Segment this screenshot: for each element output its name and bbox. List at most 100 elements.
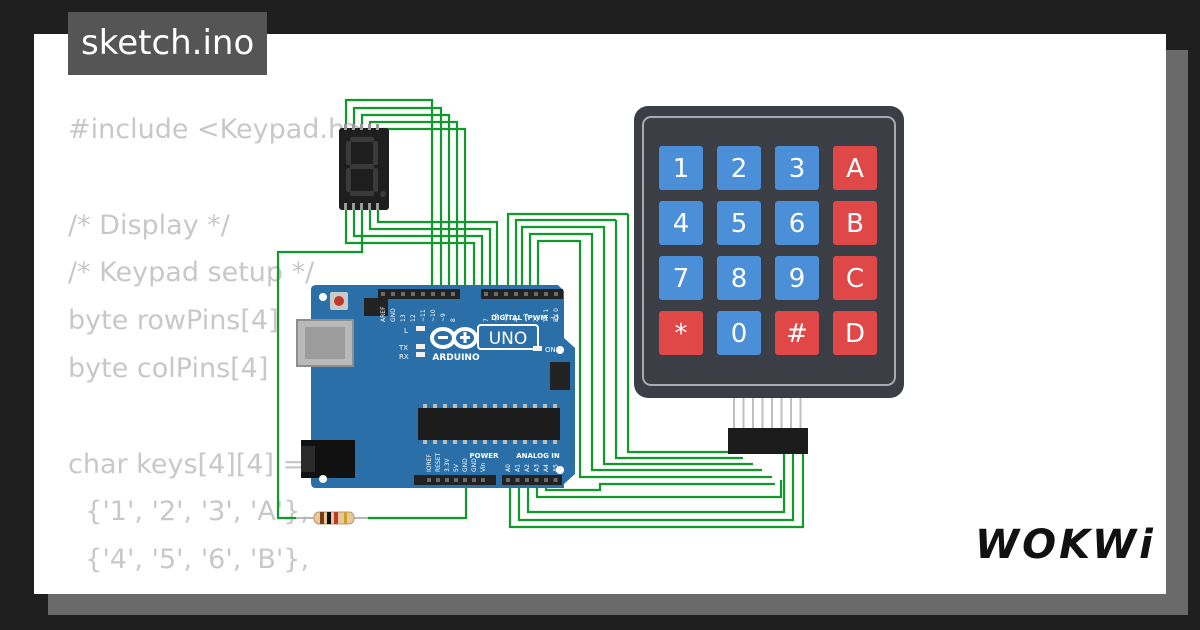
code-preview: #include <Keypad.h> /* Display */ /* Key… <box>68 114 368 594</box>
wire <box>376 127 467 290</box>
keypad-key-label: 1 <box>673 154 690 184</box>
keypad-key-7[interactable]: 7 <box>659 256 703 300</box>
board-brand-label: ARDUINO <box>432 353 480 363</box>
keypad-key-6[interactable]: 6 <box>775 201 819 245</box>
wire <box>535 480 783 499</box>
wire <box>276 210 364 520</box>
keypad-key-label: 4 <box>673 209 690 239</box>
keypad-key-label: B <box>846 209 864 239</box>
top-pin-label: 4 <box>513 318 520 322</box>
wire <box>626 214 734 454</box>
on-led-label: ON <box>545 346 556 354</box>
keypad-key-label: A <box>846 154 864 184</box>
wire <box>508 452 805 529</box>
keypad-key-label: 9 <box>789 264 806 294</box>
analog-pin-label: A2 <box>524 464 531 472</box>
wire <box>352 106 443 290</box>
top-pin-label: 13 <box>400 314 407 322</box>
keypad-key-label: 7 <box>673 264 690 294</box>
analog-pin-label: A4 <box>543 464 550 472</box>
board-model-label: UNO <box>489 329 528 349</box>
keypad-key-label: 5 <box>731 209 748 239</box>
wire <box>368 210 492 290</box>
keypad-key-label: 8 <box>731 264 748 294</box>
wire <box>536 239 772 479</box>
keypad-key-label: * <box>675 319 688 349</box>
top-pin-label: ~3 <box>523 313 530 322</box>
wire <box>514 218 616 290</box>
keypad-key-label: 3 <box>789 154 806 184</box>
wire <box>344 98 434 290</box>
power-label: POWER <box>470 452 500 460</box>
wire <box>506 212 628 290</box>
top-pin-label: RX 0 <box>553 308 560 322</box>
top-pin-label: 7 <box>483 318 490 322</box>
power-pin-label: RESET <box>435 452 442 472</box>
wire <box>352 210 484 290</box>
preview-card[interactable]: #include <Keypad.h> /* Display */ /* Key… <box>34 34 1166 594</box>
top-pin-label: ~11 <box>420 309 427 322</box>
power-pin-label: IOREF <box>426 454 433 472</box>
analog-pin-label: A3 <box>534 464 541 472</box>
top-pin-label: 2 <box>533 318 540 322</box>
membrane-keypad[interactable]: 1 2 3 A 4 5 6 B 7 8 9 C * 0 # D <box>634 106 904 454</box>
power-pin-label: 5V <box>453 463 460 472</box>
seven-segment-display[interactable] <box>339 124 389 210</box>
keypad-key-1[interactable]: 1 <box>659 146 703 190</box>
top-pin-label: AREF <box>380 306 387 322</box>
wire <box>344 210 476 290</box>
keypad-key-label: 6 <box>789 209 806 239</box>
wire <box>526 452 786 514</box>
resistor[interactable] <box>296 511 368 525</box>
power-pin-label: 3.3V <box>444 457 451 472</box>
analog-pin-label: A0 <box>505 464 512 472</box>
keypad-key-label: # <box>786 319 808 349</box>
keypad-key-0[interactable]: 0 <box>717 311 761 355</box>
power-pin-label: GND <box>471 458 478 472</box>
power-pin-label: GND <box>462 458 469 472</box>
top-pin-label: 8 <box>450 318 457 322</box>
power-pin-label: Vin <box>480 462 487 472</box>
wire <box>544 480 775 492</box>
wire <box>528 232 762 472</box>
keypad-key-3[interactable]: 3 <box>775 146 819 190</box>
analog-pin-label: A1 <box>515 464 522 472</box>
top-pin-label: ~9 <box>440 313 447 322</box>
keypad-key-2[interactable]: 2 <box>717 146 761 190</box>
keypad-key-label: 2 <box>731 154 748 184</box>
keypad-key-C[interactable]: C <box>833 256 877 300</box>
keypad-key-label: C <box>846 264 864 294</box>
tx-led-label: TX <box>398 344 408 352</box>
digital-label: DIGITAL (PWM ~) <box>491 314 559 322</box>
keypad-key-label: 0 <box>731 319 748 349</box>
top-pin-label: ~6 <box>493 313 500 322</box>
sketch-title[interactable]: sketch.ino <box>68 12 268 75</box>
analog-pin-label: A5 <box>553 464 560 472</box>
wire <box>517 452 795 522</box>
arduino-uno-board[interactable]: UNO ARDUINO DIGITAL (PWM ~) ANALOG IN PO… <box>296 285 575 488</box>
top-pin-label: ~5 <box>503 313 510 322</box>
keypad-key-label: D <box>845 319 865 349</box>
top-pin-label: GND <box>390 308 397 322</box>
top-pin-label: ~10 <box>430 309 437 322</box>
keypad-key-5[interactable]: 5 <box>717 201 761 245</box>
rx-led-label: RX <box>399 353 409 361</box>
keypad-key-#[interactable]: # <box>775 311 819 355</box>
wire <box>376 210 499 290</box>
keypad-key-A[interactable]: A <box>833 146 877 190</box>
analog-label: ANALOG IN <box>516 452 560 460</box>
top-pin-label: 12 <box>410 314 417 322</box>
top-pin-label: TX 1 <box>543 308 550 323</box>
wire <box>520 225 753 466</box>
keypad-key-4[interactable]: 4 <box>659 201 703 245</box>
wire <box>368 480 468 520</box>
keypad-key-8[interactable]: 8 <box>717 256 761 300</box>
wires <box>276 98 805 529</box>
keypad-key-9[interactable]: 9 <box>775 256 819 300</box>
keypad-key-B[interactable]: B <box>833 201 877 245</box>
wire <box>360 113 451 290</box>
keypad-key-D[interactable]: D <box>833 311 877 355</box>
l-led-label: L <box>404 327 408 335</box>
keypad-key-*[interactable]: * <box>659 311 703 355</box>
